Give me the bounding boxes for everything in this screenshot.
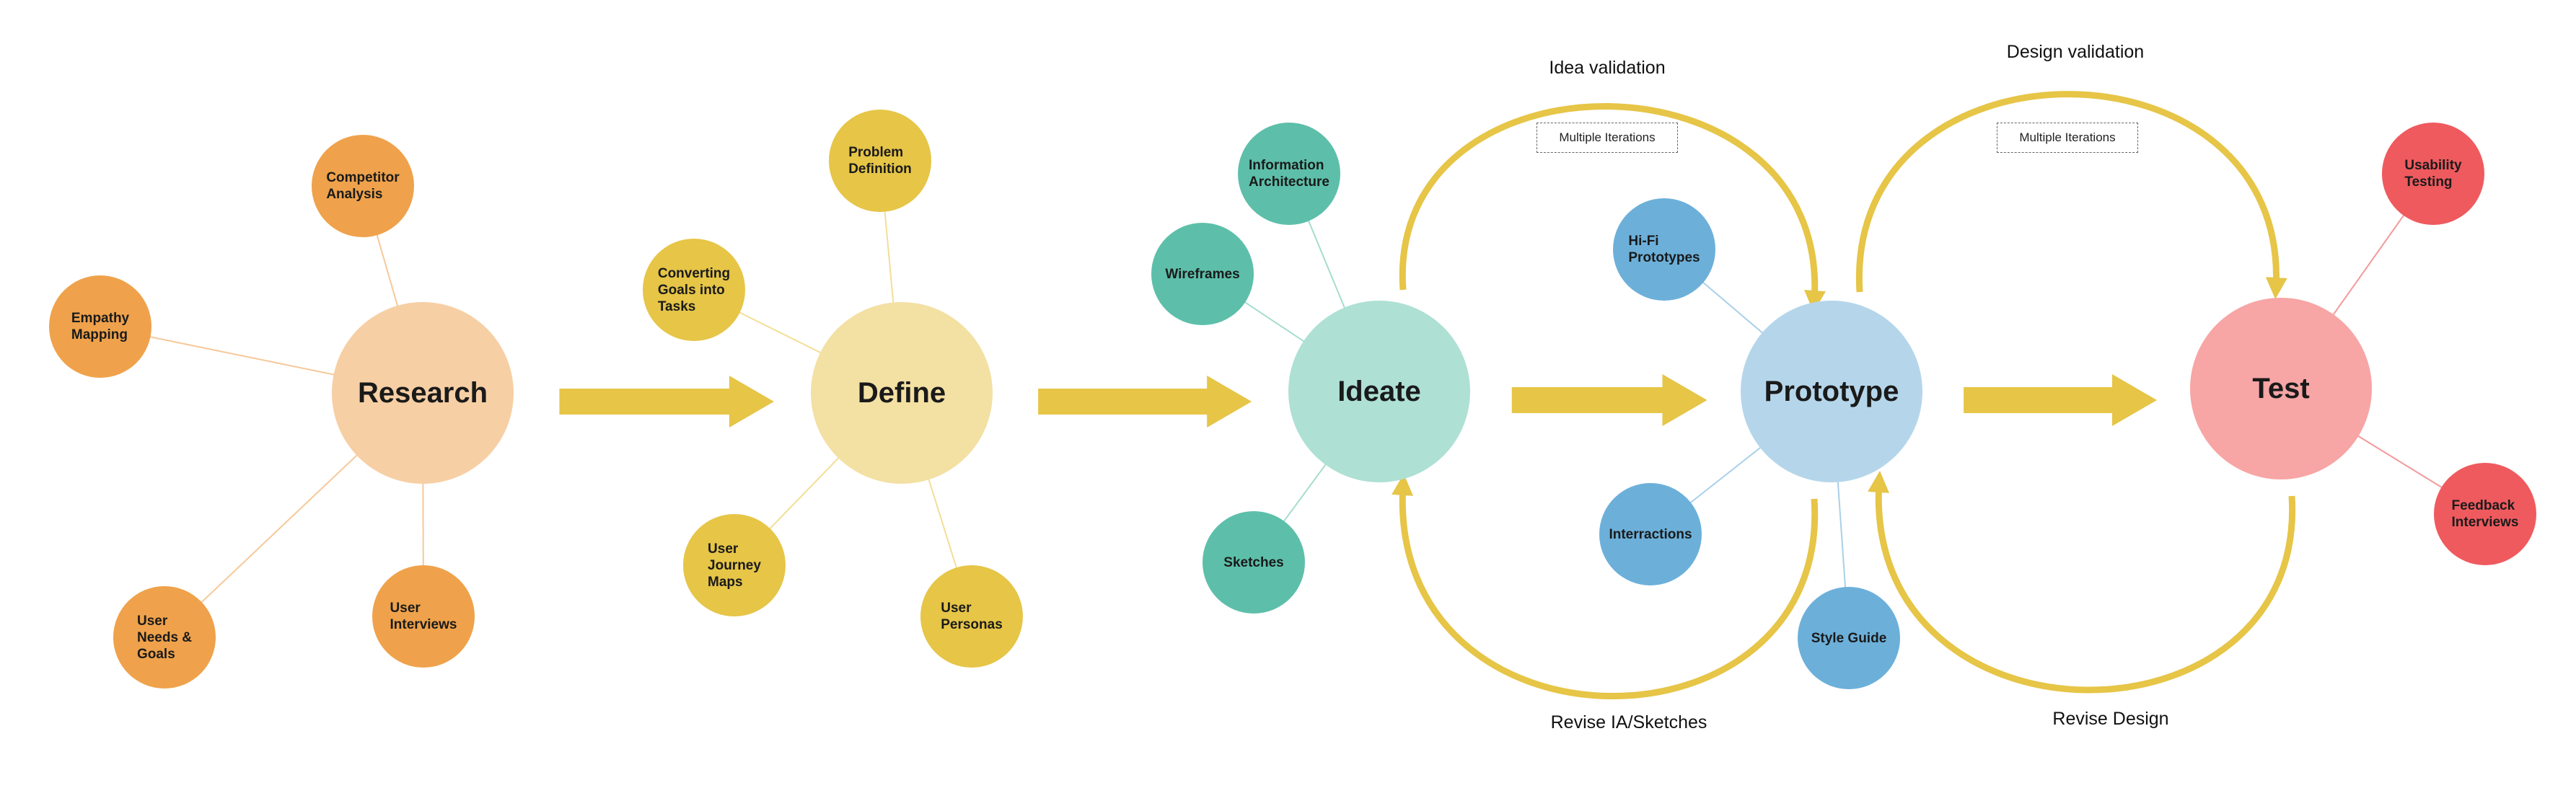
node-label: User Personas xyxy=(941,601,1003,632)
multiple-iterations-box-ideate: Multiple Iterations xyxy=(1537,123,1678,153)
stage-research-label: Research xyxy=(357,377,488,409)
node-label: Competitor Analysis xyxy=(326,170,400,202)
node-label: Hi-Fi Prototypes xyxy=(1628,234,1700,265)
loop-arrow-revise-design xyxy=(1868,471,2295,694)
stage-define-label: Define xyxy=(857,377,946,409)
node-user-personas: User Personas xyxy=(920,565,1023,668)
multiple-iterations-box-prototype: Multiple Iterations xyxy=(1997,123,2138,153)
node-hifi-prototypes: Hi-Fi Prototypes xyxy=(1613,198,1715,301)
node-competitor-analysis: Competitor Analysis xyxy=(312,135,414,237)
node-information-architecture: Information Architecture xyxy=(1238,123,1340,225)
flow-arrow-ideate-to-prototype xyxy=(1511,374,1707,426)
node-user-needs-goals: User Needs & Goals xyxy=(113,586,216,689)
flow-arrow-define-to-ideate xyxy=(1038,376,1252,428)
revise-ia-sketches-caption: Revise IA/Sketches xyxy=(1550,712,1707,732)
node-label: Interractions xyxy=(1609,526,1692,542)
loop-arrow-revise-ia-sketches xyxy=(1392,474,1819,699)
feedback-loops xyxy=(1392,91,2295,699)
stage-research: Research xyxy=(332,302,514,484)
node-interactions: Interractions xyxy=(1599,483,1702,585)
node-label: User Journey Maps xyxy=(708,541,761,590)
stage-test: Test xyxy=(2190,298,2372,479)
stage-prototype-label: Prototype xyxy=(1764,376,1899,407)
node-label: User Interviews xyxy=(390,601,457,632)
flow-arrows xyxy=(559,374,2157,428)
node-problem-definition: Problem Definition xyxy=(829,110,931,212)
node-label: Style Guide xyxy=(1811,630,1887,646)
stage-prototype: Prototype xyxy=(1741,301,1922,482)
stage-ideate-label: Ideate xyxy=(1337,376,1421,407)
node-label: Sketches xyxy=(1223,554,1284,570)
node-label: Information Architecture xyxy=(1249,158,1329,190)
revise-design-caption: Revise Design xyxy=(2052,709,2169,729)
node-user-journey-maps: User Journey Maps xyxy=(683,514,786,616)
node-style-guide: Style Guide xyxy=(1798,587,1900,689)
node-converting-goals: Converting Goals into Tasks xyxy=(643,239,745,341)
stage-define: Define xyxy=(811,302,993,484)
node-label: Problem Definition xyxy=(848,145,912,177)
flow-arrow-prototype-to-test xyxy=(1964,374,2157,426)
node-empathy-mapping: Empathy Mapping xyxy=(49,275,151,378)
loop-arrow-design-validation xyxy=(1856,91,2287,299)
node-user-interviews: User Interviews xyxy=(372,565,475,668)
flow-arrow-research-to-define xyxy=(559,376,774,428)
node-label: User Needs & Goals xyxy=(136,613,193,662)
node-label: Converting Goals into Tasks xyxy=(657,265,731,314)
node-usability-testing: Usability Testing xyxy=(2382,123,2484,225)
stage-ideate: Ideate xyxy=(1288,301,1470,482)
stage-test-label: Test xyxy=(2252,373,2310,404)
node-label: Empathy Mapping xyxy=(71,311,130,342)
node-label: Usability Testing xyxy=(2404,158,2462,190)
node-label: Feedback Interviews xyxy=(2451,498,2519,530)
design-validation-caption: Design validation xyxy=(2006,42,2145,62)
node-feedback-interviews: Feedback Interviews xyxy=(2434,463,2536,565)
idea-validation-caption: Idea validation xyxy=(1549,58,1666,78)
loop-arrow-idea-validation xyxy=(1399,103,1826,312)
node-sketches: Sketches xyxy=(1203,511,1305,614)
node-wireframes: Wireframes xyxy=(1151,223,1254,325)
node-label: Wireframes xyxy=(1165,266,1240,282)
